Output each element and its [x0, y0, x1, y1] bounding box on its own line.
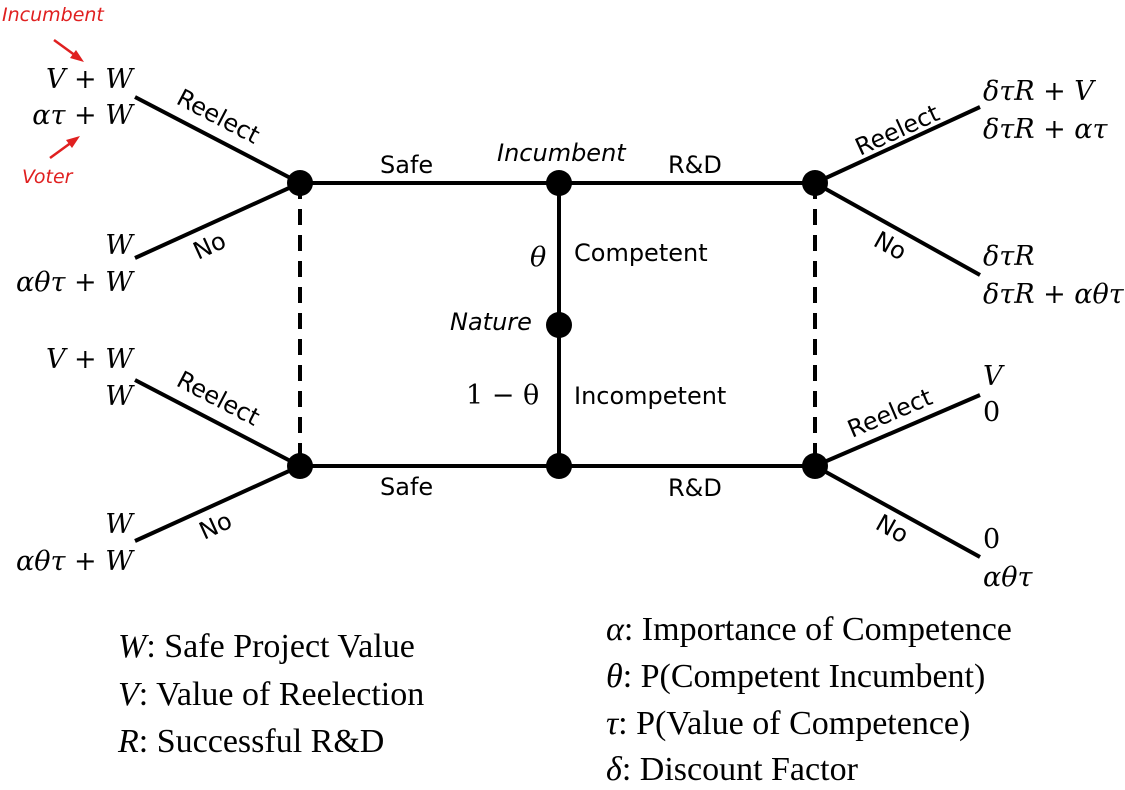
- legend-description: : Value of Reelection: [139, 676, 424, 713]
- legend-description: : Safe Project Value: [146, 628, 414, 665]
- payoff-bl-no-voter: αθτ + W: [16, 546, 135, 577]
- rd-label-bottom: R&D: [668, 474, 722, 502]
- edge-reelect-top-left: [134, 95, 301, 185]
- legend-item-v: V: Value of Reelection: [118, 676, 424, 713]
- legend-symbol: R: [117, 723, 139, 760]
- legend-description: : Discount Factor: [622, 751, 859, 788]
- payoff-tr-reelect-incumbent: δτR + V: [983, 76, 1096, 107]
- payoff-br-no-voter: αθτ: [983, 562, 1033, 593]
- node-voter-top-right: [802, 170, 828, 196]
- edge-no-bottom-left: [134, 464, 301, 543]
- payoff-tr-no-voter: δτR + αθτ: [983, 279, 1125, 310]
- annotation-arrows: [49, 38, 84, 160]
- incumbent-arrow: [53, 38, 77, 58]
- node-voter-bottom-left: [287, 453, 313, 479]
- payoff-tl-no-voter: αθτ + W: [16, 267, 135, 298]
- incumbent-node-label: Incumbent: [497, 139, 627, 167]
- safe-label-top: Safe: [380, 151, 433, 179]
- reelect-label-top-right: Reelect: [851, 99, 944, 161]
- payoff-br-no-incumbent: 0: [983, 524, 1000, 555]
- rd-label-top: R&D: [668, 151, 722, 179]
- incompetent-label: Incompetent: [574, 382, 726, 410]
- payoff-tl-reelect-voter: ατ + W: [32, 100, 135, 131]
- legend-description: : P(Value of Competence): [618, 705, 970, 742]
- payoff-tl-no-incumbent: W: [105, 230, 135, 261]
- node-nature: [546, 312, 572, 338]
- legend-item-theta: θ: P(Competent Incumbent): [606, 658, 985, 695]
- edge-reelect-bottom-left: [134, 378, 301, 468]
- competent-label: Competent: [574, 239, 708, 267]
- legend-symbol: W: [118, 628, 149, 665]
- legend-item-alpha: α: Importance of Competence: [606, 611, 1012, 648]
- edge-reelect-bottom-right: [814, 393, 981, 468]
- incumbent-annotation: Incumbent: [2, 4, 105, 26]
- incumbent-arrowhead: [70, 50, 84, 62]
- payoff-bl-reelect-voter: W: [105, 381, 135, 412]
- legend-symbol: α: [606, 611, 625, 648]
- legend-description: : Importance of Competence: [624, 611, 1012, 648]
- legend-right: α: Importance of Competence θ: P(Compete…: [606, 611, 1012, 788]
- voter-arrowhead: [66, 136, 80, 148]
- legend-item-r: R: Successful R&D: [117, 723, 384, 760]
- legend-symbol: θ: [606, 658, 623, 695]
- payoff-bl-no-incumbent: W: [105, 509, 135, 540]
- nature-node-label: Nature: [450, 308, 532, 336]
- payoff-tl-reelect-incumbent: V + W: [46, 64, 135, 95]
- safe-label-bottom: Safe: [380, 473, 433, 501]
- legend-left: W: Safe Project Value V: Value of Reelec…: [117, 628, 424, 760]
- node-incumbent-top: [546, 170, 572, 196]
- node-voter-bottom-right: [802, 453, 828, 479]
- legend-item-delta: δ: Discount Factor: [606, 751, 859, 788]
- tree-edges: [134, 95, 981, 559]
- node-voter-top-left: [287, 170, 313, 196]
- payoff-br-reelect-voter: 0: [983, 397, 1000, 428]
- edge-no-top-right: [814, 181, 981, 277]
- legend-symbol: τ: [606, 705, 620, 742]
- node-incumbent-bottom: [546, 453, 572, 479]
- edge-reelect-top-right: [814, 105, 981, 185]
- legend-description: : P(Competent Incumbent): [623, 658, 986, 695]
- theta-probability: θ: [530, 242, 546, 273]
- voter-arrow: [49, 140, 73, 160]
- legend-description: : Successful R&D: [139, 723, 385, 760]
- edge-no-top-left: [134, 181, 301, 260]
- payoff-br-reelect-incumbent: V: [983, 361, 1005, 392]
- payoff-tr-no-incumbent: δτR: [983, 241, 1035, 272]
- payoff-tr-reelect-voter: δτR + ατ: [983, 114, 1109, 145]
- edge-no-bottom-right: [814, 464, 981, 559]
- voter-annotation: Voter: [22, 166, 74, 188]
- payoff-bl-reelect-incumbent: V + W: [46, 344, 135, 375]
- one-minus-theta-probability: 1 − θ: [466, 380, 539, 411]
- legend-item-w: W: Safe Project Value: [118, 628, 415, 665]
- legend-item-tau: τ: P(Value of Competence): [606, 705, 970, 742]
- legend-symbol: δ: [606, 751, 623, 788]
- tree-nodes: [287, 170, 828, 479]
